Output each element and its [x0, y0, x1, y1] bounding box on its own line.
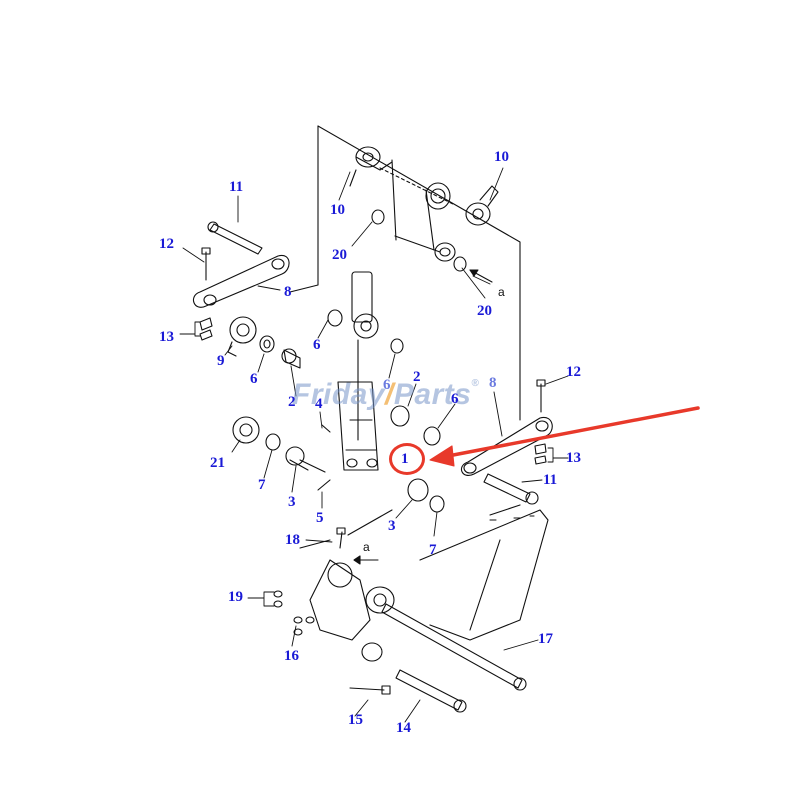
- callout-7[interactable]: 7: [429, 542, 437, 558]
- callout-8[interactable]: 8: [284, 284, 292, 300]
- callout-3[interactable]: 3: [288, 494, 296, 510]
- callout-9[interactable]: 9: [217, 353, 225, 369]
- callout-10[interactable]: 10: [330, 202, 345, 218]
- link-pin-boss-group: [349, 146, 499, 272]
- callout-11[interactable]: 11: [543, 472, 558, 488]
- callout-21[interactable]: 21: [210, 455, 225, 471]
- reference-letter-a: a: [498, 285, 505, 299]
- highlight-ring: [389, 443, 425, 475]
- callout-15[interactable]: 15: [348, 712, 363, 728]
- callout-12[interactable]: 12: [159, 236, 174, 252]
- watermark-slash: /: [385, 378, 394, 411]
- callout-14[interactable]: 14: [396, 720, 411, 736]
- callout-13[interactable]: 13: [159, 329, 174, 345]
- callout-10[interactable]: 10: [494, 149, 509, 165]
- callout-leader-lines: [179, 167, 569, 723]
- callout-3[interactable]: 3: [388, 518, 396, 534]
- callout-18[interactable]: 18: [285, 532, 300, 548]
- left-bushing-stack: [227, 309, 445, 513]
- callout-8[interactable]: 8: [489, 375, 497, 391]
- callout-5[interactable]: 5: [316, 510, 324, 526]
- callout-20[interactable]: 20: [477, 303, 492, 319]
- assembly-frame-lines: [289, 125, 521, 421]
- callout-16[interactable]: 16: [284, 648, 299, 664]
- callout-2[interactable]: 2: [288, 394, 296, 410]
- callout-13[interactable]: 13: [566, 450, 581, 466]
- callout-11[interactable]: 11: [229, 179, 244, 195]
- reference-arrows: [353, 269, 493, 565]
- callout-2[interactable]: 2: [413, 369, 421, 385]
- callout-17[interactable]: 17: [538, 631, 553, 647]
- callout-7[interactable]: 7: [258, 477, 266, 493]
- reference-letter-a: a: [363, 540, 370, 554]
- callout-6[interactable]: 6: [313, 337, 321, 353]
- center-bracket: [337, 271, 379, 471]
- callout-12[interactable]: 12: [566, 364, 581, 380]
- lower-frame-assembly: [273, 504, 549, 713]
- callout-20[interactable]: 20: [332, 247, 347, 263]
- red-pointer-arrow: [429, 406, 700, 467]
- watermark-registered-mark: ®: [471, 378, 480, 389]
- callout-6[interactable]: 6: [451, 391, 459, 407]
- callout-6[interactable]: 6: [250, 371, 258, 387]
- watermark-text-after: Parts: [393, 378, 472, 411]
- watermark-text-before: Friday: [292, 378, 386, 411]
- callout-1[interactable]: 1: [401, 451, 409, 467]
- watermark-logo: Friday/Parts®: [292, 378, 479, 412]
- callout-4[interactable]: 4: [315, 396, 323, 412]
- callout-19[interactable]: 19: [228, 589, 243, 605]
- callout-6[interactable]: 6: [383, 377, 391, 393]
- left-link-assembly: [192, 221, 290, 341]
